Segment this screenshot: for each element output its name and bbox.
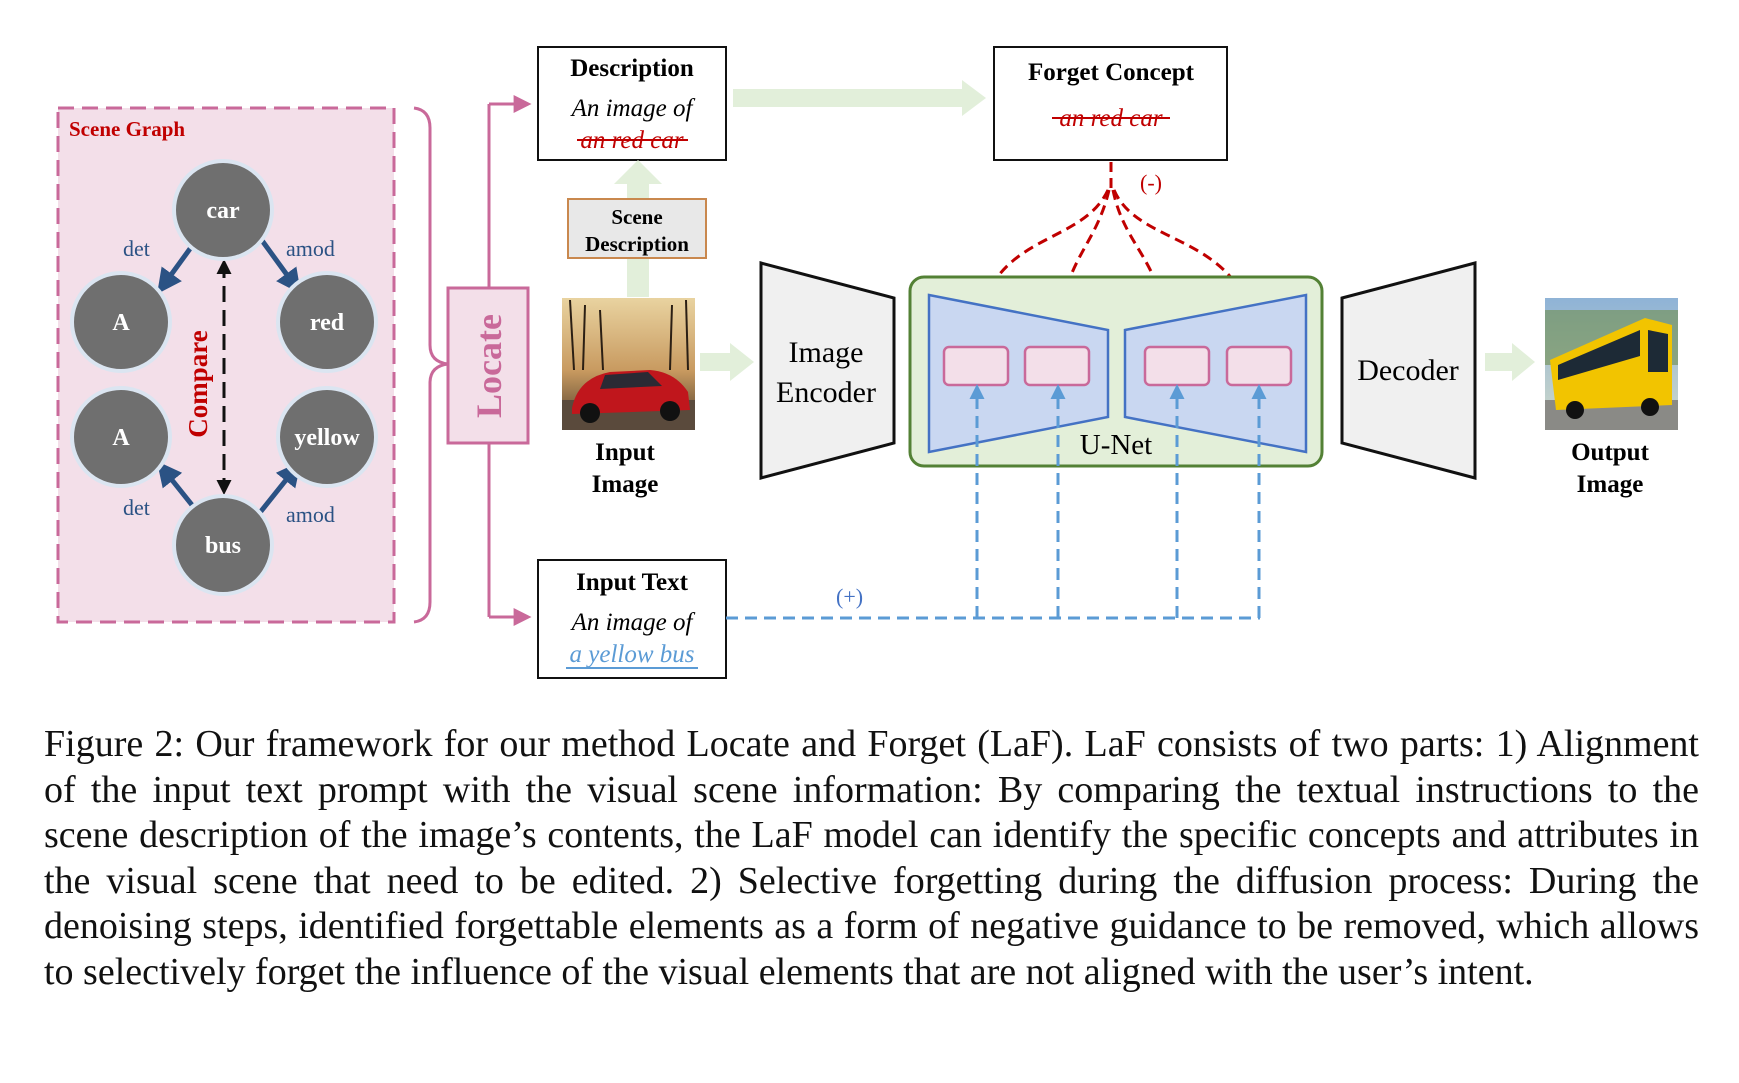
input-text-line1: An image of [570, 609, 696, 636]
unet-block-3 [1143, 345, 1211, 387]
description-line1: An image of [570, 95, 696, 122]
scene-description-box: Scene Description [567, 198, 707, 259]
description-box: Description An image of an red car [537, 46, 727, 161]
node-car: car [172, 159, 274, 261]
node-yellow: yellow [276, 386, 378, 488]
svg-text:Scene: Scene [611, 205, 662, 229]
description-title: Description [570, 55, 694, 82]
svg-text:bus: bus [205, 533, 241, 559]
edge-label-det-top: det [123, 236, 150, 261]
input-text-box: Input Text An image of a yellow bus [537, 559, 727, 679]
forget-concept-box: Forget Concept an red car [993, 46, 1228, 161]
svg-text:Encoder: Encoder [776, 376, 876, 409]
unet-block-2 [1023, 345, 1091, 387]
edge-label-amod-top: amod [286, 236, 335, 261]
edge-arrow-car-to-red [255, 233, 301, 295]
svg-text:car: car [206, 198, 240, 224]
image-encoder: Image Encoder [759, 261, 896, 480]
svg-text:A: A [112, 310, 130, 336]
negative-sign: (-) [1140, 170, 1162, 195]
svg-text:Description: Description [585, 232, 689, 256]
svg-text:Decoder: Decoder [1357, 354, 1459, 387]
edge-label-det-bottom: det [123, 495, 150, 520]
scene-graph-title: Scene Graph [69, 117, 185, 141]
input-image-car-photo [562, 298, 695, 430]
svg-text:yellow: yellow [294, 425, 360, 451]
svg-text:Image: Image [789, 336, 864, 369]
node-a-top: A [70, 271, 172, 373]
description-to-forget-arrow [733, 80, 986, 116]
edge-label-amod-bottom: amod [286, 502, 335, 527]
input-text-title: Input Text [576, 569, 689, 596]
decoder: Decoder [1340, 261, 1477, 480]
figure-caption: Figure 2: Our framework for our method L… [44, 722, 1699, 995]
node-a-bottom: A [70, 386, 172, 488]
decoder-to-output-arrow [1485, 343, 1535, 381]
framework-diagram: Scene Graph det amod det amod Compare ca… [56, 46, 1678, 679]
locate-box: Locate [446, 286, 530, 445]
unet-block-1 [942, 345, 1010, 387]
output-image-label-1: Output [1571, 439, 1649, 466]
output-image-label-2: Image [1577, 471, 1644, 498]
svg-text:red: red [310, 310, 345, 336]
scene-graph-panel: Scene Graph det amod det amod Compare ca… [56, 106, 396, 624]
node-bus: bus [172, 494, 274, 596]
image-to-encoder-arrow [700, 343, 754, 381]
node-red: red [276, 271, 378, 373]
positive-sign: (+) [836, 584, 863, 609]
compare-label: Compare [183, 330, 213, 438]
input-image-label-1: Input [595, 439, 655, 466]
svg-text:A: A [112, 425, 130, 451]
locate-label: Locate [469, 314, 509, 418]
unet-block-4 [1225, 345, 1293, 387]
unet-label: U-Net [1080, 429, 1152, 461]
figure-label: Figure 2: [44, 723, 185, 765]
unet-block: U-Net [908, 275, 1324, 468]
forget-concept-title: Forget Concept [1028, 59, 1195, 86]
positive-guidance-arrows [726, 384, 1267, 620]
input-text-underlined: a yellow bus [570, 641, 695, 668]
caption-text: Our framework for our method Locate and … [44, 723, 1699, 993]
input-image-label-2: Image [592, 471, 659, 498]
scene-graph-brace [413, 106, 449, 624]
output-image-bus-photo [1545, 298, 1678, 430]
